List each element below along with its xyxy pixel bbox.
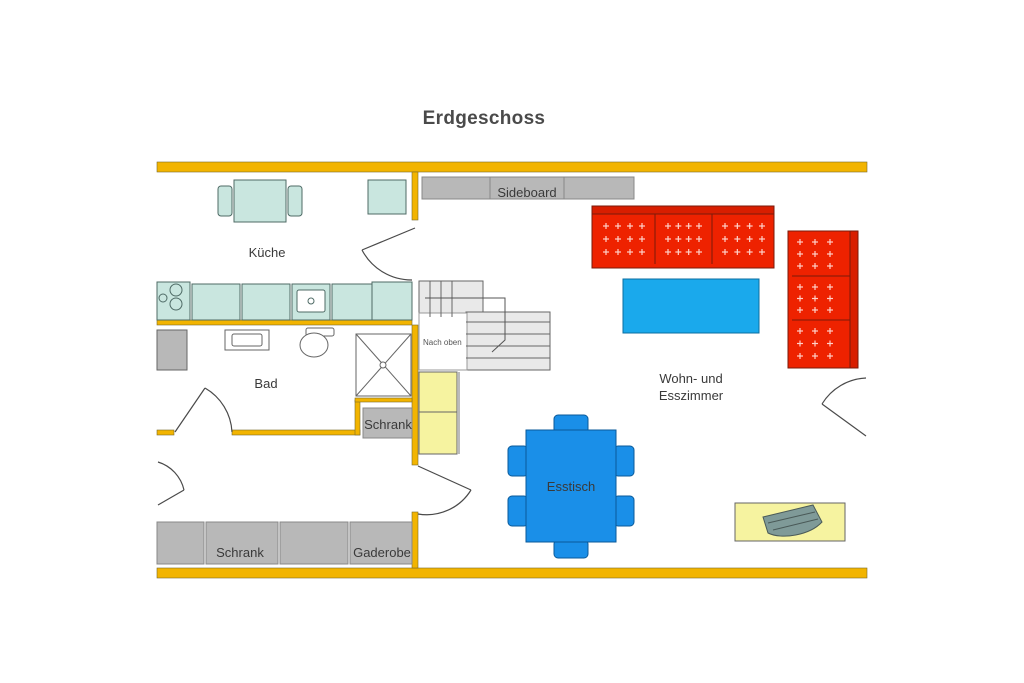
doors: [157, 227, 867, 516]
gaderobe-label: Gaderobe: [353, 545, 411, 560]
schrank-hall-label: Schrank: [216, 545, 264, 560]
kitchen-counter: [156, 281, 413, 321]
sofa-top-stitch: [603, 223, 765, 255]
sofa-top: [591, 205, 775, 269]
room-label-living-2: Esszimmer: [659, 388, 724, 403]
hall-wardrobe: [156, 521, 413, 565]
door-hall[interactable]: [417, 465, 472, 491]
yellow-cabinet: [418, 371, 460, 455]
door-bath[interactable]: [174, 387, 206, 433]
svg-text:Schrank: Schrank: [364, 417, 412, 432]
staircase: [418, 280, 551, 371]
schrank-bath: Schrank: [362, 407, 413, 439]
bath-fixtures: [156, 327, 412, 397]
dining-set: [507, 414, 635, 559]
kitchen-table-set: [217, 179, 407, 223]
tv-table: [734, 502, 846, 542]
sofa-right: [787, 230, 859, 369]
walls: [156, 161, 868, 579]
sideboard-label: Sideboard: [497, 185, 556, 200]
room-label-living-1: Wohn- und: [659, 371, 722, 386]
coffee-table: [622, 278, 760, 334]
floor-title: Erdgeschoss: [422, 108, 546, 129]
dining-table-label: Esstisch: [547, 479, 595, 494]
sofa-right-stitch: [797, 239, 833, 359]
sideboard: [421, 176, 635, 200]
door-kitchen[interactable]: [361, 227, 416, 251]
room-label-kitchen: Küche: [249, 245, 286, 260]
stairs-label: Nach oben: [423, 338, 462, 347]
door-living[interactable]: [821, 403, 867, 437]
room-label-bath: Bad: [254, 376, 277, 391]
